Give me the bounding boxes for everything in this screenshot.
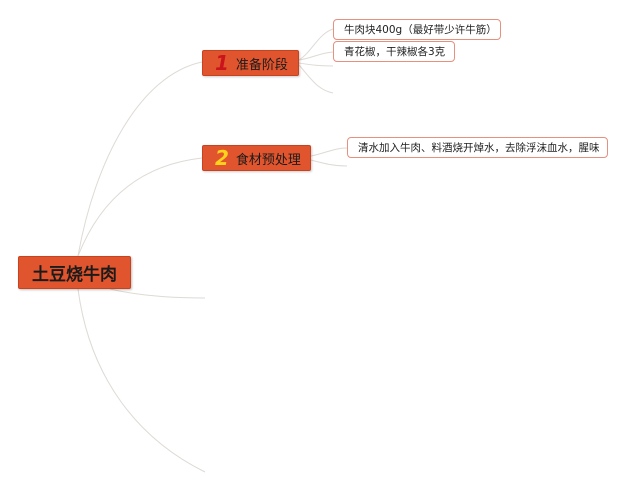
connector-root-to-branch-2: [77, 157, 203, 257]
leaf-label-1-1: 牛肉块400g（最好带少许牛筋）: [344, 24, 497, 36]
connector-branch-1-to-stub-1: [298, 62, 334, 67]
leaf-label-2-1: 清水加入牛肉、料酒烧开焯水，去除浮沫血水，腥味: [358, 142, 600, 154]
connector-branch-1-to-leaf-2: [298, 51, 334, 61]
root-node[interactable]: 土豆烧牛肉: [18, 256, 131, 289]
branch-node-2[interactable]: 2 食材预处理: [202, 145, 311, 171]
branch-number-2: 2: [215, 146, 229, 170]
connector-branch-1-to-stub-2: [298, 64, 334, 94]
connector-root-to-branch-3: [109, 288, 206, 299]
root-label: 土豆烧牛肉: [32, 265, 117, 285]
connector-branch-2-to-leaf-1: [310, 147, 348, 157]
leaf-node-2-1[interactable]: 清水加入牛肉、料酒烧开焯水，去除浮沫血水，腥味: [347, 137, 608, 158]
branch-node-1[interactable]: 1 准备阶段: [202, 50, 299, 76]
connector-branch-1-to-leaf-1: [298, 28, 334, 61]
branch-label-2: 食材预处理: [235, 152, 301, 168]
branch-label-1: 准备阶段: [235, 57, 288, 73]
leaf-node-1-1[interactable]: 牛肉块400g（最好带少许牛筋）: [333, 19, 501, 40]
connector-branch-2-to-stub-1: [310, 159, 348, 167]
connector-root-to-branch-4: [77, 288, 206, 473]
leaf-node-1-2[interactable]: 青花椒，干辣椒各3克: [333, 41, 455, 62]
connector-root-to-branch-1: [77, 61, 203, 257]
leaf-label-1-2: 青花椒，干辣椒各3克: [344, 46, 446, 58]
branch-number-1: 1: [215, 51, 229, 75]
